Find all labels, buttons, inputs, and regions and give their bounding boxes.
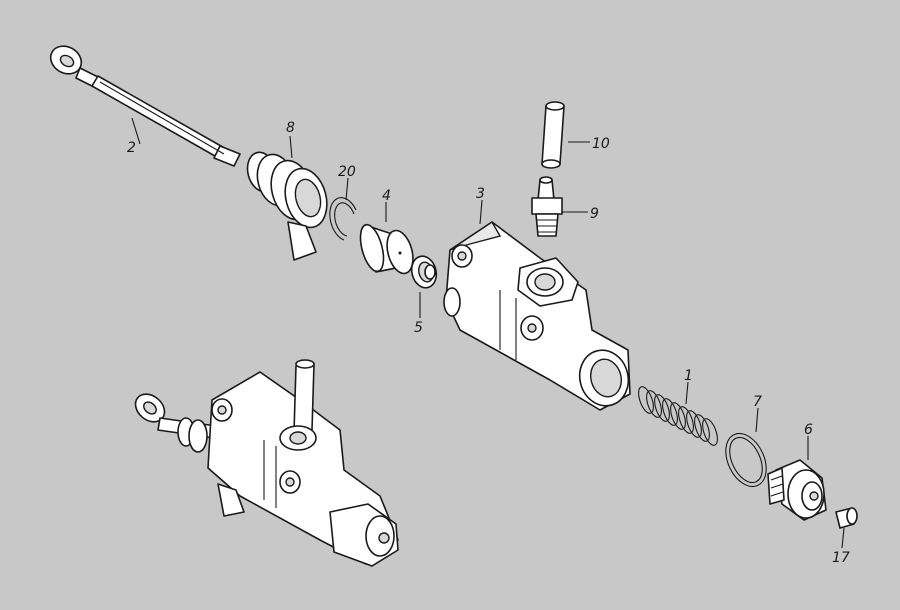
callout-20: 20	[338, 164, 356, 180]
callout-2: 2	[127, 140, 136, 156]
part-1-spring	[638, 386, 718, 446]
part-6-plug-nut	[767, 459, 827, 521]
part-9-fitting	[531, 176, 563, 237]
callout-4: 4	[382, 188, 391, 204]
callout-1: 1	[684, 368, 693, 384]
part-20-retaining-ring	[329, 197, 357, 241]
part-3-cylinder-body	[443, 221, 631, 411]
callout-7: 7	[753, 394, 762, 410]
part-8-rubber-boot	[246, 151, 328, 261]
leader-17	[841, 527, 845, 549]
part-7-o-ring	[725, 432, 767, 488]
callout-9: 9	[590, 206, 599, 222]
leader-7	[755, 407, 759, 433]
callout-17: 17	[832, 550, 850, 566]
leader-8	[289, 135, 293, 159]
part-10-tube	[541, 101, 565, 169]
part-2-push-rod	[49, 45, 241, 167]
callout-5: 5	[414, 320, 423, 336]
part-17-cap	[835, 507, 858, 529]
leader-3	[479, 199, 483, 225]
assembled-cylinder	[134, 359, 399, 567]
callout-6: 6	[804, 422, 813, 438]
leader-2	[131, 117, 141, 145]
callout-8: 8	[286, 120, 295, 136]
callout-10: 10	[592, 136, 610, 152]
callout-3: 3	[476, 186, 485, 202]
leader-20	[345, 177, 349, 201]
callout-labels: 2 8 20 4 3 5 10 9 1 7 6 17	[127, 120, 850, 566]
part-4-piston	[359, 223, 414, 275]
leader-lines	[131, 117, 845, 549]
part-5-cup-seal	[410, 255, 438, 289]
leader-1	[685, 381, 689, 405]
